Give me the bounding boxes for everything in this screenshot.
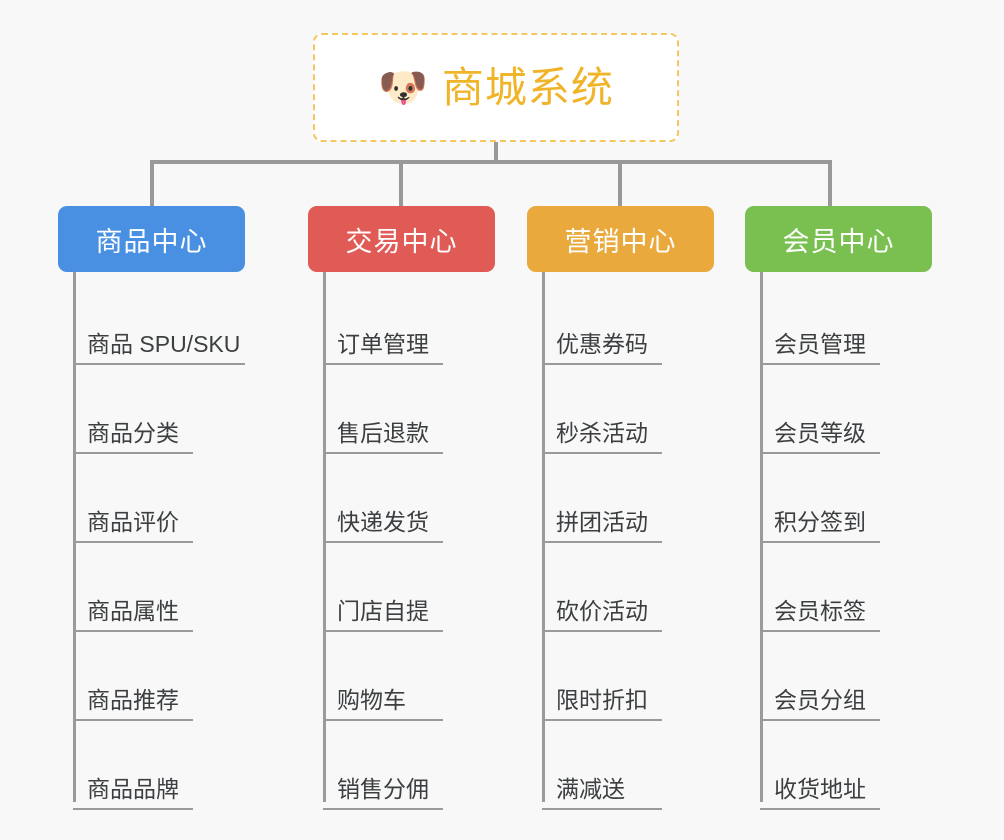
leaf-item-label: 商品推荐	[87, 686, 179, 713]
leaf-item[interactable]: 会员等级	[760, 365, 932, 454]
leaf-item-label: 快递发货	[337, 508, 429, 535]
leaf-item[interactable]: 销售分佣	[323, 721, 495, 810]
leaf-item[interactable]: 秒杀活动	[542, 365, 714, 454]
category-column-transaction-center: 交易中心 订单管理 售后退款 快递发货 门店自提 购物车 销售分佣	[308, 206, 495, 810]
leaf-item-label: 拼团活动	[556, 508, 648, 535]
leaf-item-label: 商品品牌	[87, 775, 179, 802]
leaf-item[interactable]: 拼团活动	[542, 454, 714, 543]
leaf-item-label: 收货地址	[774, 775, 866, 802]
leaf-item-label: 满减送	[556, 775, 625, 802]
connector-drop-4	[828, 160, 832, 206]
leaf-item-label: 销售分佣	[337, 775, 429, 802]
leaf-item-label: 积分签到	[774, 508, 866, 535]
leaf-item[interactable]: 商品品牌	[73, 721, 245, 810]
leaf-item[interactable]: 商品分类	[73, 365, 245, 454]
leaf-item-label: 商品分类	[87, 419, 179, 446]
leaf-item[interactable]: 限时折扣	[542, 632, 714, 721]
connector-drop-2	[399, 160, 403, 206]
leaf-item[interactable]: 购物车	[323, 632, 495, 721]
column-spine	[73, 272, 76, 802]
leaf-item-label: 售后退款	[337, 419, 429, 446]
leaf-item[interactable]: 会员分组	[760, 632, 932, 721]
leaf-item-label: 限时折扣	[556, 686, 648, 713]
column-spine	[760, 272, 763, 802]
leaf-item-label: 会员管理	[774, 330, 866, 357]
leaf-list-marketing-center: 优惠券码 秒杀活动 拼团活动 砍价活动 限时折扣 满减送	[542, 272, 714, 810]
leaf-item[interactable]: 商品 SPU/SKU	[73, 276, 245, 365]
root-node-title: 商城系统	[441, 63, 614, 111]
category-columns: 商品中心 商品 SPU/SKU 商品分类 商品评价 商品属性 商品推荐 商品品牌…	[0, 206, 1004, 840]
leaf-item-label: 商品 SPU/SKU	[87, 330, 241, 357]
leaf-item-label: 购物车	[337, 686, 406, 713]
leaf-item[interactable]: 商品属性	[73, 543, 245, 632]
category-header-label: 交易中心	[345, 226, 458, 257]
connector-horizontal-bus	[150, 160, 832, 164]
leaf-list-product-center: 商品 SPU/SKU 商品分类 商品评价 商品属性 商品推荐 商品品牌	[73, 272, 245, 810]
leaf-list-transaction-center: 订单管理 售后退款 快递发货 门店自提 购物车 销售分佣	[323, 272, 495, 810]
leaf-item-label: 优惠券码	[556, 330, 648, 357]
leaf-item[interactable]: 满减送	[542, 721, 714, 810]
column-spine	[323, 272, 326, 802]
leaf-item-label: 会员标签	[774, 597, 866, 624]
leaf-item[interactable]: 商品推荐	[73, 632, 245, 721]
category-header-product-center[interactable]: 商品中心	[58, 206, 245, 272]
leaf-item[interactable]: 收货地址	[760, 721, 932, 810]
leaf-item[interactable]: 会员管理	[760, 276, 932, 365]
leaf-item-label: 砍价活动	[556, 597, 648, 624]
leaf-item[interactable]: 优惠券码	[542, 276, 714, 365]
leaf-item[interactable]: 门店自提	[323, 543, 495, 632]
category-header-label: 商品中心	[95, 226, 208, 257]
leaf-item-label: 会员分组	[774, 686, 866, 713]
column-spine	[542, 272, 545, 802]
connector-drop-1	[150, 160, 154, 206]
shiba-dog-face-icon: 🐶	[378, 65, 428, 110]
leaf-item-label: 秒杀活动	[556, 419, 648, 446]
category-header-label: 会员中心	[782, 226, 895, 257]
category-header-marketing-center[interactable]: 营销中心	[527, 206, 714, 272]
leaf-item[interactable]: 快递发货	[323, 454, 495, 543]
category-column-marketing-center: 营销中心 优惠券码 秒杀活动 拼团活动 砍价活动 限时折扣 满减送	[527, 206, 714, 810]
leaf-item-label: 商品评价	[87, 508, 179, 535]
leaf-item[interactable]: 订单管理	[323, 276, 495, 365]
leaf-item[interactable]: 商品评价	[73, 454, 245, 543]
category-column-product-center: 商品中心 商品 SPU/SKU 商品分类 商品评价 商品属性 商品推荐 商品品牌	[58, 206, 245, 810]
leaf-list-member-center: 会员管理 会员等级 积分签到 会员标签 会员分组 收货地址	[760, 272, 932, 810]
connector-drop-3	[618, 160, 622, 206]
leaf-item-label: 商品属性	[87, 597, 179, 624]
leaf-item-label: 订单管理	[337, 330, 429, 357]
connector-root-stem	[494, 142, 498, 163]
category-column-member-center: 会员中心 会员管理 会员等级 积分签到 会员标签 会员分组 收货地址	[745, 206, 932, 810]
leaf-item[interactable]: 会员标签	[760, 543, 932, 632]
category-header-transaction-center[interactable]: 交易中心	[308, 206, 495, 272]
leaf-item-label: 会员等级	[774, 419, 866, 446]
leaf-item-label: 门店自提	[337, 597, 429, 624]
leaf-item[interactable]: 积分签到	[760, 454, 932, 543]
category-header-member-center[interactable]: 会员中心	[745, 206, 932, 272]
leaf-item[interactable]: 售后退款	[323, 365, 495, 454]
category-header-label: 营销中心	[564, 226, 677, 257]
leaf-item[interactable]: 砍价活动	[542, 543, 714, 632]
root-node-mall-system[interactable]: 🐶 商城系统	[313, 33, 679, 142]
